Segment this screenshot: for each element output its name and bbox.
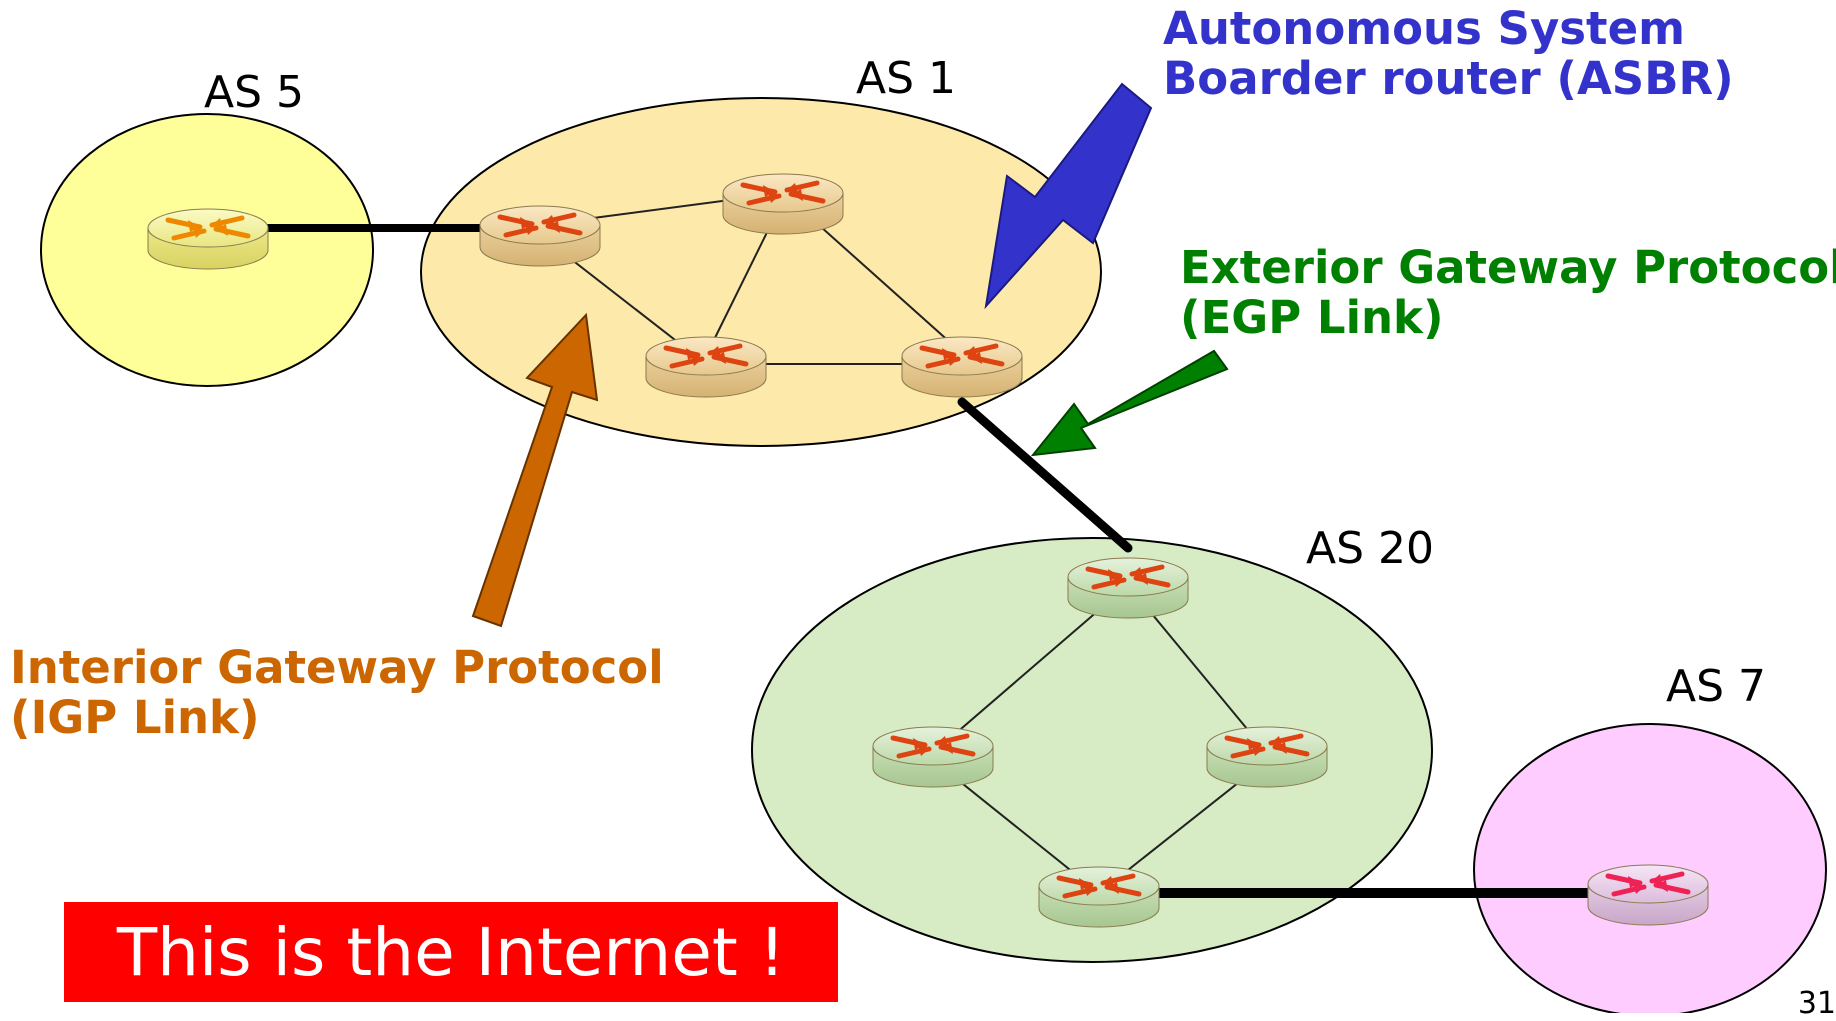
as20-router-west-icon xyxy=(872,726,994,788)
as20-router-south-icon xyxy=(1038,866,1160,928)
egp-link-as1-as20 xyxy=(957,397,1133,553)
igp-callout: Interior Gateway Protocol (IGP Link) xyxy=(10,641,664,745)
as1-label: AS 1 xyxy=(856,53,957,104)
internet-banner: This is the Internet ! xyxy=(64,902,838,1002)
as20-label: AS 20 xyxy=(1306,523,1435,574)
egp-arrow-icon xyxy=(1030,349,1229,457)
internet-banner-text: This is the Internet ! xyxy=(116,913,786,991)
slide-number: 31 xyxy=(1797,986,1836,1021)
as5-router-icon xyxy=(147,208,269,270)
as1-router-west-icon xyxy=(479,205,601,267)
as20-router-east-icon xyxy=(1206,726,1328,788)
asbr-callout: Autonomous System Boarder router (ASBR) xyxy=(1163,2,1734,106)
routers xyxy=(147,173,1709,928)
as7-router-icon xyxy=(1587,864,1709,926)
as1-router-south-icon xyxy=(645,336,767,398)
as1-router-asbr-icon xyxy=(901,336,1023,398)
as5-label: AS 5 xyxy=(204,67,305,118)
egp-callout: Exterior Gateway Protocol (EGP Link) xyxy=(1180,241,1836,345)
as7-label: AS 7 xyxy=(1666,661,1767,712)
as20-region xyxy=(751,537,1433,963)
asbr-arrow-icon xyxy=(984,82,1153,310)
as20-router-north-icon xyxy=(1067,557,1189,619)
as1-router-north-icon xyxy=(722,173,844,235)
igp-arrow-icon xyxy=(471,312,599,628)
